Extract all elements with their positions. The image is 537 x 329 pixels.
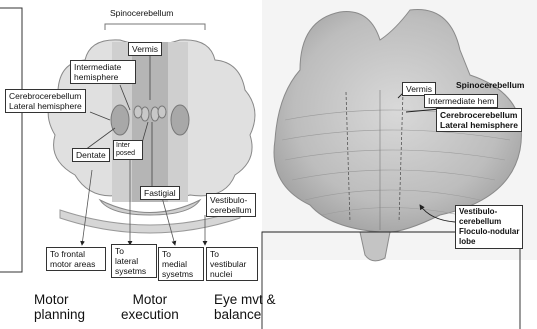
photo-label-vestibulocerebellum: Vestibulo- cerebellum Floculo-nodular lo… bbox=[455, 205, 523, 249]
function-motor-execution: Motor execution bbox=[121, 292, 179, 322]
target-frontal: To frontal motor areas bbox=[46, 247, 106, 271]
function-motor-planning: Motor planning bbox=[34, 292, 85, 322]
photo-label-intermediate: Intermediate hem bbox=[424, 94, 498, 108]
spinocerebellum-title: Spinocerebellum bbox=[110, 8, 173, 18]
left-bracket-line bbox=[0, 8, 22, 272]
spinocerebellum-bracket bbox=[105, 24, 205, 30]
label-dentate: Dentate bbox=[72, 148, 110, 162]
target-vestibular: To vestibular nuclei bbox=[206, 247, 258, 281]
label-cerebrocerebellum: Cerebrocerebellum Lateral hemisphere bbox=[5, 89, 86, 113]
label-interposed: Inter posed bbox=[113, 140, 143, 160]
function-eye-movement-balance: Eye mvt & balance bbox=[214, 292, 276, 322]
target-lateral: To lateral sysetms bbox=[111, 244, 157, 278]
photo-label-cerebrocerebellum: Cerebrocerebellum Lateral hemisphere bbox=[436, 108, 522, 132]
photo-label-spinocerebellum: Spinocerebellum bbox=[456, 80, 525, 90]
target-medial: To medial sysetms bbox=[158, 247, 204, 281]
label-vermis: Vermis bbox=[128, 42, 162, 56]
label-intermediate-hemisphere: Intermediate hemisphere bbox=[70, 60, 136, 84]
label-fastigial: Fastigial bbox=[140, 186, 180, 200]
label-vestibulocerebellum-left: Vestibulo- cerebellum bbox=[206, 193, 256, 217]
